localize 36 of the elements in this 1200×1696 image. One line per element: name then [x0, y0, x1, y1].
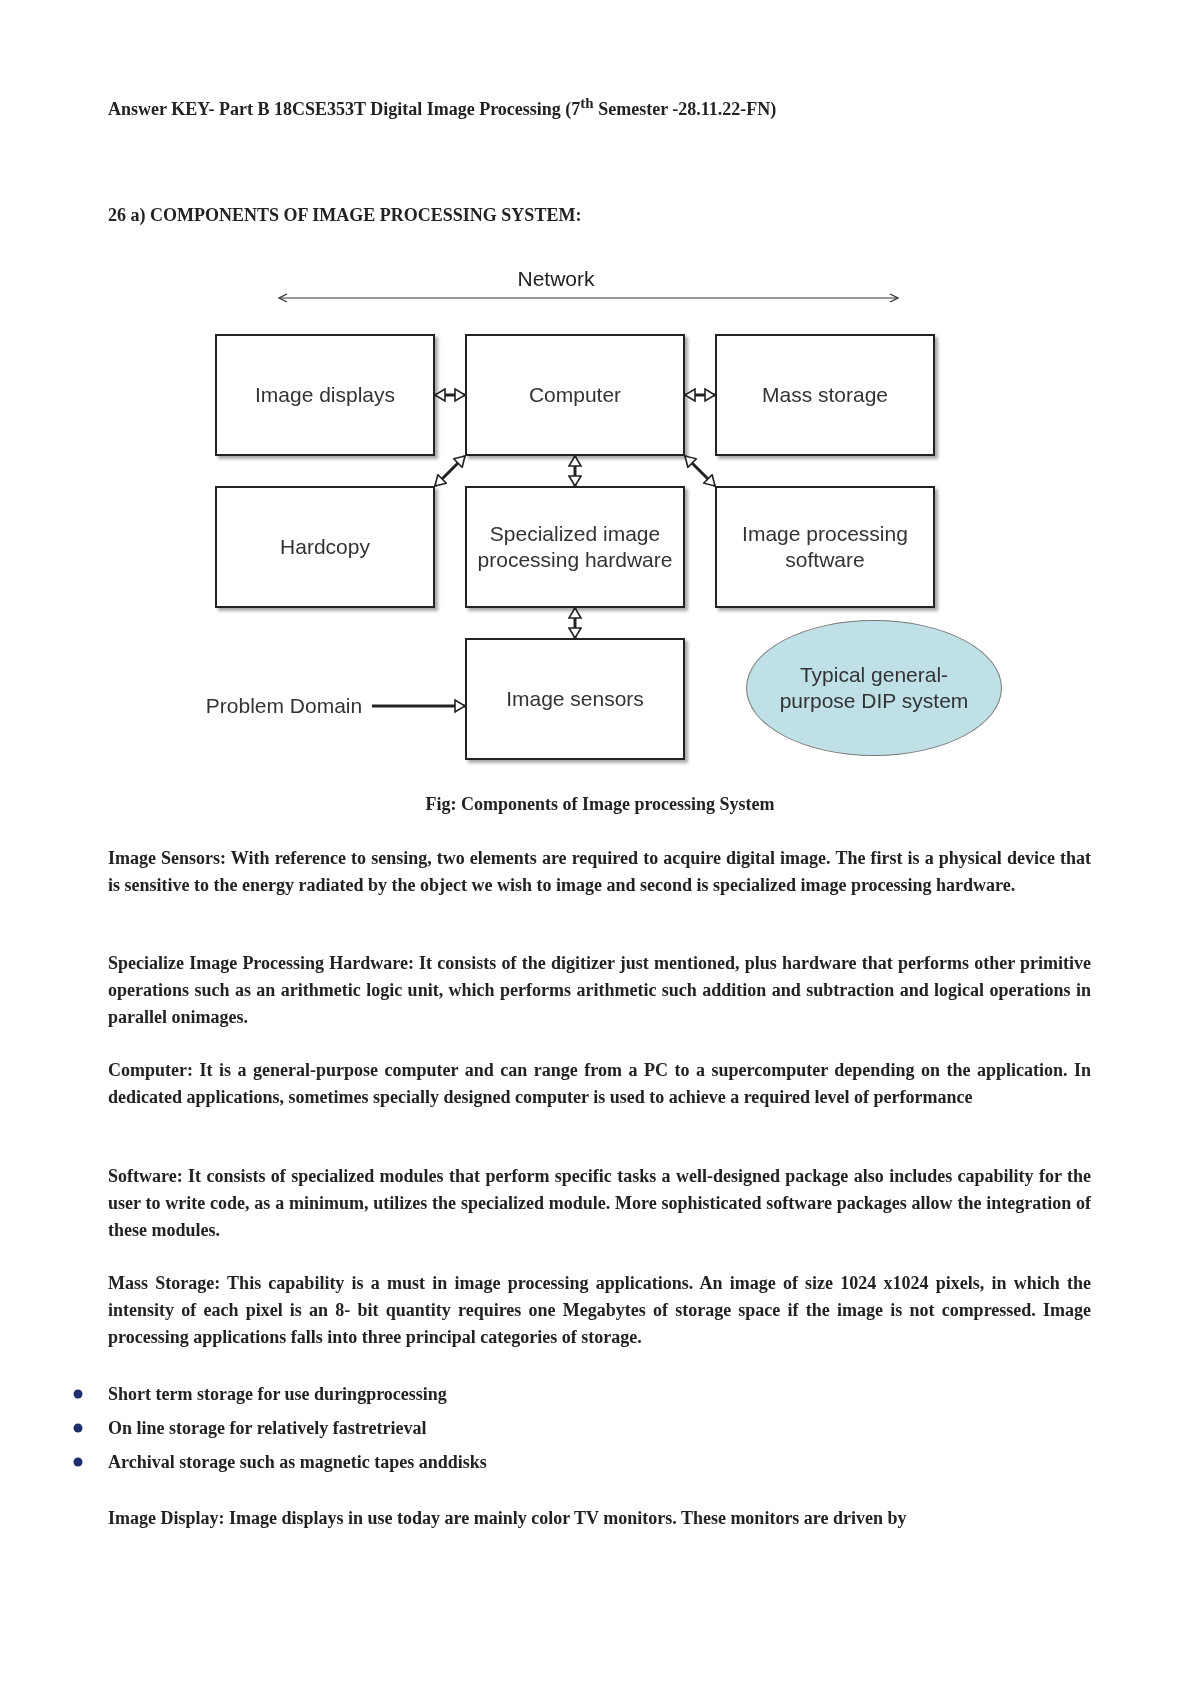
block-arrow	[434, 388, 466, 402]
bullet-item: On line storage for relatively fastretrieval	[108, 1417, 427, 1440]
bullet-item: Archival storage such as magnetic tapes anddisks	[108, 1451, 487, 1474]
node-label: Specialized image processing hardware	[476, 521, 674, 573]
block-arrow	[568, 455, 582, 487]
node-label: Hardcopy	[280, 534, 370, 560]
block-arrow	[433, 454, 467, 488]
component-box	[715, 334, 935, 456]
block-arrow	[568, 607, 582, 639]
input-label: Problem Domain	[196, 692, 372, 720]
bullet-item: Short term storage for use duringprocessing	[108, 1383, 447, 1406]
node-label: Image sensors	[506, 686, 644, 712]
node-label: Image displays	[254, 382, 396, 408]
component-box	[715, 486, 935, 608]
component-box	[465, 486, 685, 608]
component-box	[215, 486, 435, 608]
block-arrow	[684, 388, 716, 402]
paragraph: Image Display: Image displays in use today are mainly color TV monitors. These monitors are driven by	[108, 1507, 908, 1530]
paragraph: Specialize Image Processing Hardware: It consists of the digitizer just mentioned, plus hardware that performs other primitive operations such as an arithmetic logic unit, which performs arithmetic such addition and subtraction and logical operations in parallel onimages.	[108, 952, 1091, 1029]
node-label: Typical general-purpose DIP system	[778, 662, 970, 714]
component-box	[215, 334, 435, 456]
node-label: Image processing software	[741, 521, 909, 573]
node-label: Computer	[528, 382, 622, 408]
component-box	[465, 334, 685, 456]
paragraph: Mass Storage: This capability is a must in image processing applications. An image of size 1024 x1024 pixels, in which the intensity of each pixel is an 8- bit quantity requires one Megabytes of storage space if the image is not compressed. Image processing applications falls into three principal categories of storage.	[108, 1272, 1091, 1349]
block-arrow	[683, 454, 717, 488]
section-heading: 26 a) COMPONENTS OF IMAGE PROCESSING SYSTEM:	[108, 204, 582, 227]
paragraph: Computer: It is a general-purpose computer and can range from a PC to a supercomputer depending on the application. In dedicated applications, sometimes specially designed computer is used to achieve a required level of performance	[108, 1059, 1091, 1109]
network-label: Network	[516, 266, 596, 292]
page-header: Answer KEY- Part B 18CSE353T Digital Image Processing (7$^{th}$ Semester -28.11.22-FN)	[108, 94, 777, 121]
node-label: Mass storage	[761, 382, 889, 408]
paragraph: Image Sensors: With reference to sensing, two elements are required to acquire digital image. The first is a physical device that is sensitive to the energy radiated by the object we wish to image and second is specialized image processing hardware.	[108, 847, 1091, 897]
component-box	[465, 638, 685, 760]
paragraph: Software: It consists of specialized modules that perform specific tasks a well-designed package also includes capability for the user to write code, as a minimum, utilizes the specialized module. More sophisticated software packages allow the integration of these modules.	[108, 1165, 1091, 1242]
block-arrow	[372, 699, 466, 713]
figure-caption: Fig: Components of Image processing System	[424, 793, 776, 816]
